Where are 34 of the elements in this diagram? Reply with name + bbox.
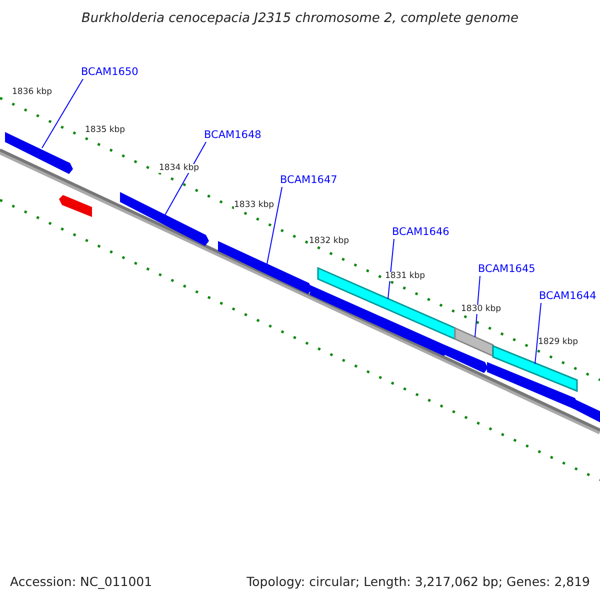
gene-label: BCAM1648 xyxy=(204,130,262,140)
scale-label: 1832 kbp xyxy=(309,237,350,246)
leader-line xyxy=(388,238,394,300)
gene-label: BCAM1647 xyxy=(280,175,338,186)
gene-block xyxy=(572,398,600,425)
gene-block xyxy=(487,362,578,409)
leader-line xyxy=(164,142,206,216)
gene-label: BCAM1646 xyxy=(392,227,450,238)
gene-block xyxy=(492,344,578,392)
gene-label: BCAM1645 xyxy=(478,264,536,274)
scale-label: 1830 kbp xyxy=(461,305,502,314)
scale-label: 1829 kbp xyxy=(538,338,578,346)
footer-text: Topology: circular; Length: 3,217,062 bp; Genes: 2,819 xyxy=(246,576,590,588)
scale-label: 1835 kbp xyxy=(85,126,126,134)
scale-label: 1833 kbp xyxy=(234,201,274,210)
gene-block xyxy=(310,285,448,356)
gene-block xyxy=(5,132,73,174)
diagram-title: Burkholderia cenocepacia J2315 chromosome 2, complete genome xyxy=(80,12,520,25)
leader-line xyxy=(266,186,282,264)
scale-label: 1836 kbp xyxy=(12,88,52,96)
leader-line xyxy=(474,276,480,338)
gene-block xyxy=(454,326,494,358)
gene-label: BCAM1644 xyxy=(539,291,596,302)
gene-block xyxy=(59,195,92,217)
leader-line xyxy=(534,302,542,364)
scale-label: 1831 kbp xyxy=(385,272,426,280)
gene-block xyxy=(317,266,456,340)
gene-label: BCAM1650 xyxy=(81,67,138,78)
scale-label: 1834 kbp xyxy=(159,164,200,172)
gene-block xyxy=(445,345,488,373)
gene-block xyxy=(120,192,209,246)
footer-text: Accession: NC_011001 xyxy=(10,576,152,588)
leader-line xyxy=(42,78,84,148)
gene-block xyxy=(218,241,312,294)
